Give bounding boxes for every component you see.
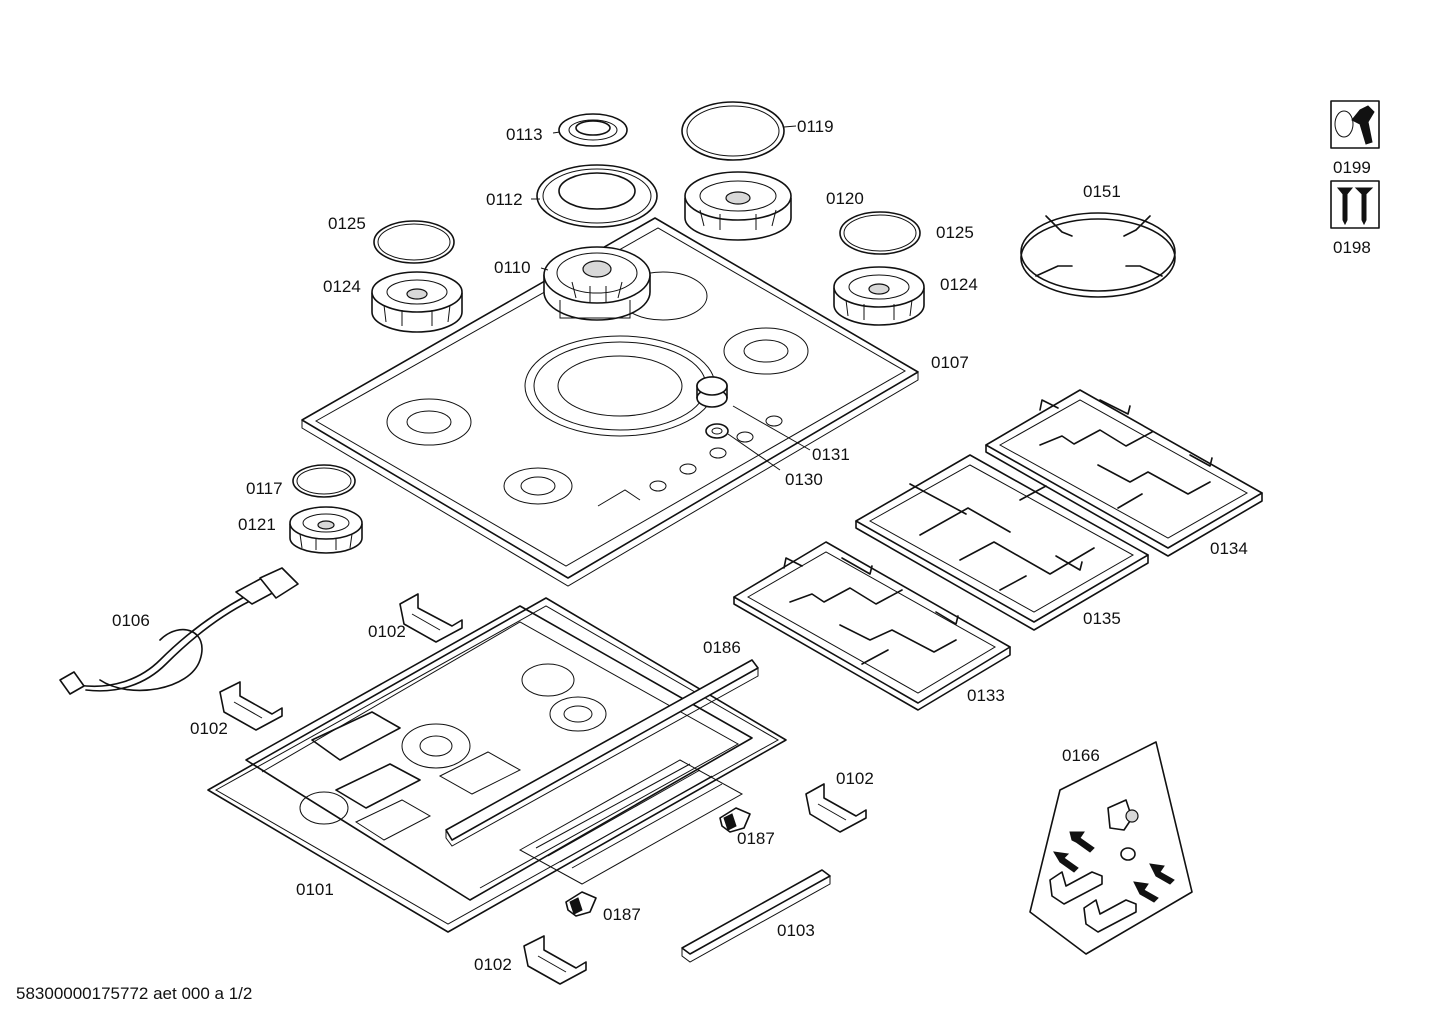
mounting-clip-1[interactable]: [399, 593, 463, 643]
label-0102-bottom: 0102: [474, 955, 512, 974]
label-0107: 0107: [931, 353, 969, 372]
label-0151: 0151: [1083, 182, 1121, 201]
label-0117: 0117: [246, 479, 283, 498]
control-knob[interactable]: [696, 376, 728, 408]
wok-support-ring[interactable]: [1020, 212, 1176, 298]
document-footer: 58300000175772 aet 000 a 1/2: [16, 984, 252, 1003]
label-0125-right: 0125: [936, 223, 974, 242]
label-0134: 0134: [1210, 539, 1248, 558]
accessory-bag[interactable]: [1029, 741, 1193, 955]
burner-left[interactable]: [371, 271, 463, 333]
label-0198: 0198: [1333, 238, 1371, 257]
burner-cap-left[interactable]: [373, 220, 455, 264]
mounting-clip-4[interactable]: [523, 935, 587, 985]
label-0120: 0120: [826, 189, 864, 208]
pan-support-right[interactable]: [985, 389, 1263, 557]
leader-lines: [531, 125, 797, 271]
front-rail[interactable]: [445, 659, 759, 847]
label-0186: 0186: [703, 638, 741, 657]
wok-burner[interactable]: [543, 246, 651, 321]
label-0102-top: 0102: [368, 622, 406, 641]
power-cable[interactable]: [59, 567, 299, 695]
wrench-tool-icon[interactable]: [1330, 100, 1380, 149]
label-0199: 0199: [1333, 158, 1371, 177]
spring-clip-2[interactable]: [565, 891, 597, 917]
label-0112: 0112: [486, 190, 523, 209]
burner-right[interactable]: [833, 266, 925, 326]
label-0101: 0101: [296, 880, 334, 899]
mounting-clip-3[interactable]: [805, 783, 867, 833]
label-0121: 0121: [238, 515, 276, 534]
label-0102-right: 0102: [836, 769, 874, 788]
label-0124-right: 0124: [940, 275, 978, 294]
label-0131: 0131: [812, 445, 850, 464]
label-0187-right: 0187: [737, 829, 775, 848]
label-0124-left: 0124: [323, 277, 361, 296]
burner-cap-small[interactable]: [292, 464, 356, 498]
label-0110: 0110: [494, 258, 531, 277]
burner-large[interactable]: [684, 171, 792, 241]
burner-small[interactable]: [289, 506, 363, 554]
wok-ring-cap[interactable]: [536, 164, 658, 228]
label-0106: 0106: [112, 611, 150, 630]
label-0125-left: 0125: [328, 214, 366, 233]
label-0119: 0119: [797, 117, 834, 136]
label-0102-left: 0102: [190, 719, 228, 738]
part-labels: 0113 0119 0112 0125 0120 0125 0110 0124 …: [112, 117, 1371, 974]
label-0133: 0133: [967, 686, 1005, 705]
label-0113: 0113: [506, 125, 543, 144]
burner-cap-large[interactable]: [681, 101, 785, 161]
pan-support-left[interactable]: [733, 541, 1011, 711]
burner-cap-right[interactable]: [839, 211, 921, 255]
pan-support-middle[interactable]: [855, 454, 1149, 631]
screws-icon[interactable]: [1330, 180, 1380, 229]
mounting-clip-2[interactable]: [219, 681, 283, 731]
label-0187-bottom: 0187: [603, 905, 641, 924]
label-0130: 0130: [785, 470, 823, 489]
label-0103: 0103: [777, 921, 815, 940]
label-0135: 0135: [1083, 609, 1121, 628]
label-0166: 0166: [1062, 746, 1100, 765]
knob-ring[interactable]: [705, 423, 729, 439]
spring-clip-1[interactable]: [719, 807, 751, 833]
base-tray[interactable]: [207, 597, 787, 933]
wok-cap-small[interactable]: [558, 113, 628, 147]
seal-strip[interactable]: [681, 869, 831, 963]
